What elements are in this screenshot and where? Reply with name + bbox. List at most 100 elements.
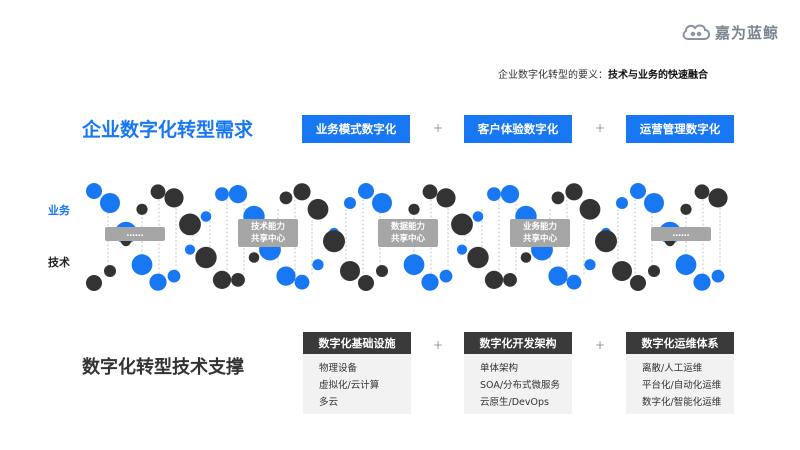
cloud-logo-icon bbox=[682, 24, 711, 40]
helix-bead-tech bbox=[248, 252, 260, 263]
helix-bead-business bbox=[675, 254, 697, 276]
helix-bead-tech bbox=[503, 273, 517, 287]
helix-bead-business bbox=[215, 187, 229, 202]
helix-bead-tech bbox=[340, 261, 360, 281]
plus-sign: + bbox=[433, 338, 444, 352]
helix-bead-tech bbox=[520, 252, 532, 263]
helix-bead-tech bbox=[680, 203, 692, 215]
tech-card-item: 物理设备 bbox=[319, 363, 358, 374]
helix-bead-business bbox=[167, 269, 181, 283]
helix-bead-tech bbox=[164, 188, 184, 208]
helix-bead-business bbox=[86, 183, 102, 199]
helix-bead-tech bbox=[694, 184, 710, 200]
helix-bead-business bbox=[200, 211, 212, 222]
tech-card-item: 平台化/自动化运维 bbox=[642, 380, 722, 391]
helix-bead-business bbox=[644, 193, 664, 213]
tech-card-infrastructure: 数字化基础设施 物理设备 虚拟化/云计算 多云 bbox=[303, 332, 411, 414]
hub-line: 共享中心 bbox=[250, 234, 285, 244]
helix-bead-business bbox=[500, 185, 520, 204]
subtitle: 企业数字化转型的要义：技术与业务的快速融合 bbox=[498, 66, 708, 81]
hub-line: 数据能力 bbox=[390, 222, 425, 232]
ellipsis-box: …… bbox=[105, 227, 165, 241]
helix-bead-tech bbox=[323, 230, 345, 253]
tech-card-operations: 数字化运维体系 离散/人工运维 平台化/自动化运维 数字化/智能化运维 bbox=[626, 332, 734, 414]
helix-bead-business bbox=[456, 244, 468, 255]
helix-bead-tech bbox=[648, 265, 660, 277]
helix-bead-business bbox=[358, 183, 374, 199]
helix-bead-tech bbox=[179, 213, 201, 236]
ellipsis-text: …… bbox=[126, 229, 144, 239]
hub-tech-capability: 技术能力 共享中心 bbox=[238, 219, 298, 247]
helix-bead-tech bbox=[551, 191, 565, 205]
hub-line: 共享中心 bbox=[390, 234, 425, 244]
helix-bead-tech bbox=[358, 275, 374, 291]
business-axis-label: 业务 bbox=[48, 204, 70, 217]
helix-bead-tech bbox=[408, 203, 420, 215]
helix-bead-business bbox=[616, 197, 628, 209]
helix-bead-tech bbox=[579, 198, 601, 220]
tech-card-item: 单体架构 bbox=[480, 363, 519, 374]
helix-bead-business bbox=[472, 211, 484, 222]
helix-bead-tech bbox=[708, 188, 728, 208]
subtitle-emphasis: 技术与业务的快速融合 bbox=[608, 70, 708, 81]
helix-bead-tech bbox=[484, 270, 504, 289]
helix-bead-business bbox=[372, 193, 392, 213]
helix-bead-business bbox=[630, 183, 646, 199]
demand-box-operations: 运营管理数字化 bbox=[626, 115, 734, 143]
helix-bead-tech bbox=[212, 270, 232, 289]
helix-bead-tech bbox=[136, 203, 148, 215]
demand-box-customer-experience: 客户体验数字化 bbox=[464, 115, 572, 143]
tech-card-item: SOA/分布式微服务 bbox=[480, 380, 561, 391]
hub-line: 业务能力 bbox=[522, 222, 557, 232]
tech-card-title: 数字化基础设施 bbox=[303, 332, 411, 354]
brand-logo: 嘉为蓝鲸 bbox=[681, 20, 779, 44]
tech-card-item: 数字化/智能化运维 bbox=[642, 397, 722, 408]
plus-sign: + bbox=[433, 121, 444, 135]
hub-business-capability: 业务能力 共享中心 bbox=[510, 219, 570, 247]
helix-bead-business bbox=[711, 269, 725, 283]
tech-card-item: 多云 bbox=[319, 397, 339, 408]
helix-bead-tech bbox=[86, 275, 102, 291]
tech-card-title: 数字化运维体系 bbox=[626, 332, 734, 354]
helix-bead-business bbox=[149, 273, 167, 291]
helix-bead-tech bbox=[565, 183, 583, 201]
helix-bead-tech bbox=[467, 246, 489, 269]
helix-bead-tech bbox=[612, 261, 632, 281]
plus-sign: + bbox=[595, 121, 606, 135]
helix-bead-business bbox=[439, 269, 453, 283]
helix-bead-tech bbox=[422, 184, 438, 200]
subtitle-prefix: 企业数字化转型的要义： bbox=[498, 70, 608, 81]
ellipsis-text: …… bbox=[672, 229, 690, 239]
helix-bead-tech bbox=[436, 188, 456, 208]
hub-data-capability: 数据能力 共享中心 bbox=[378, 219, 438, 247]
tech-card-item: 虚拟化/云计算 bbox=[319, 380, 380, 391]
tech-card-item: 离散/人工运维 bbox=[642, 363, 703, 374]
helix-bead-business bbox=[131, 254, 153, 276]
helix-bead-business bbox=[693, 273, 711, 291]
ellipsis-box: …… bbox=[651, 227, 711, 241]
helix-bead-business bbox=[487, 187, 501, 202]
helix-bead-business bbox=[548, 266, 568, 286]
helix-bead-business bbox=[184, 244, 196, 255]
tech-card-dev-architecture: 数字化开发架构 单体架构 SOA/分布式微服务 云原生/DevOps bbox=[464, 332, 572, 414]
hub-line: 技术能力 bbox=[250, 222, 285, 232]
helix-bead-business bbox=[421, 273, 439, 291]
helix-bead-tech bbox=[231, 273, 245, 287]
helix-bead-business bbox=[100, 193, 120, 213]
hub-line: 共享中心 bbox=[522, 234, 557, 244]
helix-bead-tech bbox=[630, 275, 646, 291]
helix-bead-tech bbox=[104, 265, 116, 277]
helix-bead-business bbox=[276, 266, 296, 286]
brand-name: 嘉为蓝鲸 bbox=[715, 23, 780, 42]
tech-card-title: 数字化开发架构 bbox=[464, 332, 572, 354]
demand-box-business-model: 业务模式数字化 bbox=[302, 115, 410, 143]
plus-sign: + bbox=[595, 338, 606, 352]
helix-bead-tech bbox=[279, 191, 293, 205]
helix-bead-tech bbox=[376, 265, 388, 277]
helix-bead-business bbox=[403, 254, 425, 276]
helix-bead-business bbox=[294, 274, 310, 290]
demand-title: 企业数字化转型需求 bbox=[82, 119, 254, 141]
helix-bead-business bbox=[584, 259, 596, 271]
helix-bead-tech bbox=[595, 230, 617, 253]
helix-bead-business bbox=[344, 197, 356, 209]
